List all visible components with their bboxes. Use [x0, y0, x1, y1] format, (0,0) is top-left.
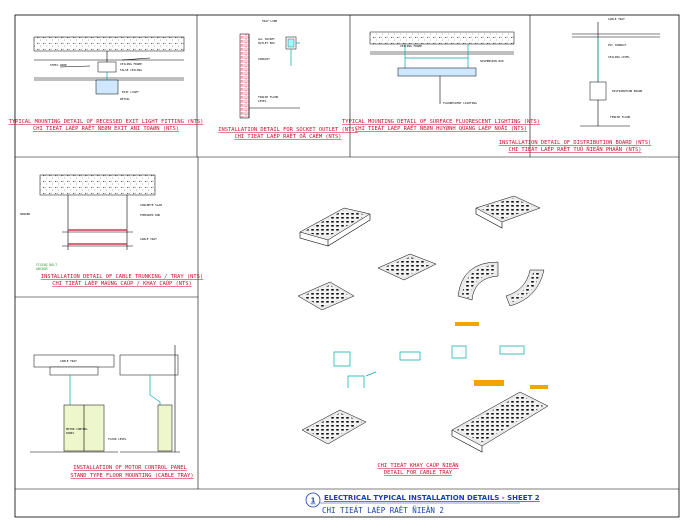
svg-text:CEILING FRAME: CEILING FRAME: [120, 62, 142, 66]
caption-exit-light-en: TYPICAL MOUNTING DETAIL OF RECESSED EXIT…: [9, 119, 204, 125]
panel-exit-light: CEILING FRAME FALSE CEILING STEEL WIRE E…: [9, 36, 204, 132]
svg-text:DISTRIBUTION BOARD: DISTRIBUTION BOARD: [612, 89, 643, 93]
svg-text:HANGER: HANGER: [20, 212, 30, 216]
svg-text:PVC CONDUIT: PVC CONDUIT: [608, 43, 627, 47]
svg-text:TRAY LINE: TRAY LINE: [262, 19, 277, 23]
caption-socket-vi: CHI TIEÁT LAÉP RAËT OÅ CAÉM (NTS): [234, 132, 341, 140]
caption-trunking-vi: CHI TIEÁT LAÉP MAÙNG CAÙP / KHAY CAÙP (N…: [52, 279, 192, 287]
svg-text:MOTOR CONTROL: MOTOR CONTROL: [66, 427, 88, 431]
caption-cable-tray-vi: CHI TIEÁT KHAY CAÙP ÑIEÄN: [377, 462, 458, 469]
sheet-number-circle: [305, 492, 321, 508]
svg-text:LEVEL: LEVEL: [258, 99, 267, 103]
caption-motor-sub: STAND TYPE FLOOR MOUNTING (CABLE TRAY): [70, 473, 193, 479]
sheet-number: 1: [311, 497, 316, 505]
svg-text:THREADED ROD: THREADED ROD: [140, 213, 161, 217]
svg-text:CEILING FRAME: CEILING FRAME: [400, 44, 422, 48]
caption-motor-en: INSTALLATION OF MOTOR CONTROL PANEL: [73, 465, 187, 471]
sheet-frame: [14, 14, 680, 518]
svg-text:FALSE CEILING: FALSE CEILING: [120, 68, 142, 72]
caption-distribution-en: INSTALLATION DETAIL OF DISTRIBUTION BOAR…: [499, 140, 652, 146]
panel-motor-control: CABLE TRAY MOTOR CONTROL PANEL FLOOR LEV…: [30, 345, 194, 479]
svg-text:PANEL: PANEL: [66, 431, 75, 435]
caption-trunking-en: INSTALLATION DETAIL OF CABLE TRUNKING / …: [41, 274, 203, 280]
svg-text:CABLE TRAY: CABLE TRAY: [140, 237, 157, 241]
svg-text:CONDUIT: CONDUIT: [258, 57, 270, 61]
svg-text:FIXING BOLT: FIXING BOLT: [36, 263, 57, 267]
svg-text:FLUORESCENT LIGHTING: FLUORESCENT LIGHTING: [443, 101, 477, 105]
panel-distribution-board: CABLE TRAY PVC CONDUIT CEILING LEVEL DIS…: [499, 17, 660, 153]
caption-fluorescent-vi: CHI TIEÁT LAÉP RAËT ÑEØN HUYØNH QUANG LA…: [355, 124, 527, 132]
svg-text:CABLE TRAY: CABLE TRAY: [608, 17, 625, 21]
panel-socket-outlet: TRAY LINE ALL SOCKET OUTLET BOX CONDUIT …: [218, 19, 358, 140]
svg-text:ALL SOCKET: ALL SOCKET: [258, 37, 275, 41]
caption-cable-tray-en: DETAIL FOR CABLE TRAY: [384, 470, 453, 476]
caption-exit-light-vi: CHI TIEÁT LAÉP RAËT ÑEØN EXIT ANI TOAØN …: [33, 124, 179, 132]
svg-text:SUSPENSION ROD: SUSPENSION ROD: [480, 59, 504, 63]
panel-cable-tray-details: CHI TIEÁT KHAY CAÙP ÑIEÄN DETAIL FOR CAB…: [297, 195, 549, 476]
svg-text:FLOOR LEVEL: FLOOR LEVEL: [108, 437, 127, 441]
svg-text:ANCHOR: ANCHOR: [36, 267, 48, 271]
caption-socket-en: INSTALLATION DETAIL FOR SOCKET OUTLET (N…: [218, 127, 358, 133]
svg-text:STEEL WIRE: STEEL WIRE: [50, 63, 67, 67]
svg-text:FINISH FLOOR: FINISH FLOOR: [258, 95, 279, 99]
svg-text:EXIT LIGHT: EXIT LIGHT: [122, 90, 139, 94]
svg-text:OUTLET BOX: OUTLET BOX: [258, 41, 275, 45]
caption-distribution-vi: CHI TIEÁT LAÉP RAËT TUÛ ÑIEÄN PHAÂN (NTS…: [508, 145, 641, 153]
sheet-subtitle: CHI TIEÁT LAÉP RAËT ÑIEÄN 2: [322, 506, 444, 515]
svg-text:DETAIL: DETAIL: [120, 97, 130, 101]
sheet-title: ELECTRICAL TYPICAL INSTALLATION DETAILS …: [324, 494, 540, 502]
svg-text:FINISH FLOOR: FINISH FLOOR: [610, 115, 631, 119]
title-block: 1 ELECTRICAL TYPICAL INSTALLATION DETAIL…: [305, 492, 540, 515]
svg-text:CABLE TRAY: CABLE TRAY: [60, 359, 77, 363]
svg-text:CONCRETE SLAB: CONCRETE SLAB: [140, 203, 162, 207]
svg-text:CEILING LEVEL: CEILING LEVEL: [608, 55, 630, 59]
panel-fluorescent: CEILING FRAME SUSPENSION ROD FLUORESCENT…: [342, 31, 540, 132]
caption-fluorescent-en: TYPICAL MOUNTING DETAIL OF SURFACE FLUOR…: [342, 119, 540, 125]
panel-cable-trunking: CONCRETE SLAB THREADED ROD CABLE TRAY HA…: [20, 174, 203, 287]
